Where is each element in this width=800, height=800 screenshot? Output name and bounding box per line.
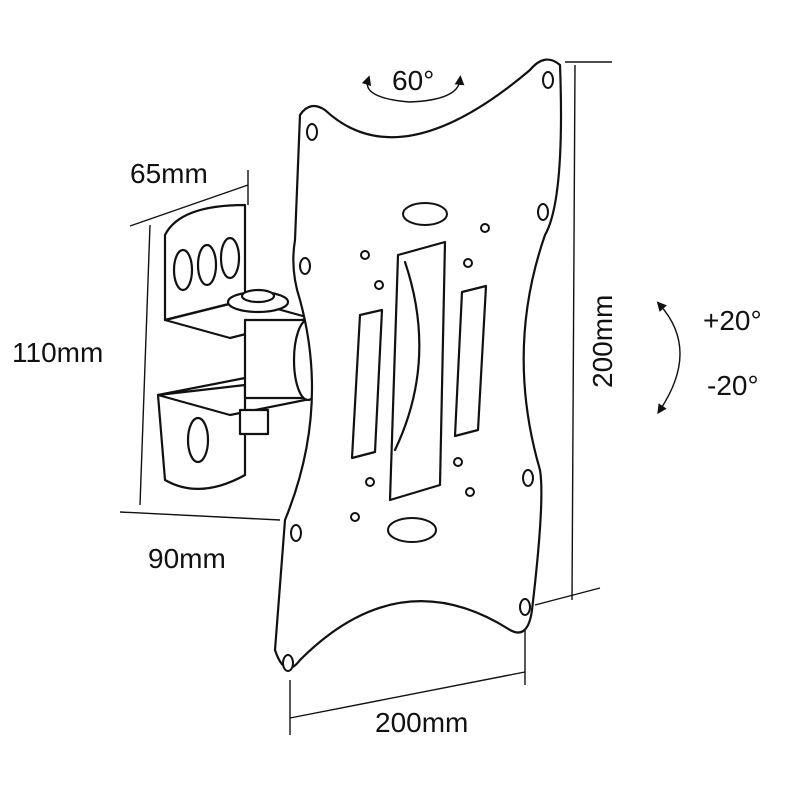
tilt-up-label: +20° xyxy=(703,305,762,336)
tilt-down-label: -20° xyxy=(707,370,759,401)
vesa-plate xyxy=(273,58,563,672)
swivel-arrow-icon xyxy=(361,75,465,103)
bracket-width-label: 90mm xyxy=(148,543,226,574)
dimension-lines xyxy=(119,61,612,735)
depth-label: 65mm xyxy=(130,158,208,189)
plate-width-label: 200mm xyxy=(375,707,468,738)
plate-height-label: 200mm xyxy=(587,295,618,388)
tilt-arrow-icon xyxy=(656,301,681,415)
bracket-height-label: 110mm xyxy=(12,337,103,368)
wall-bracket xyxy=(156,203,324,490)
swivel-label: 60° xyxy=(392,65,434,96)
